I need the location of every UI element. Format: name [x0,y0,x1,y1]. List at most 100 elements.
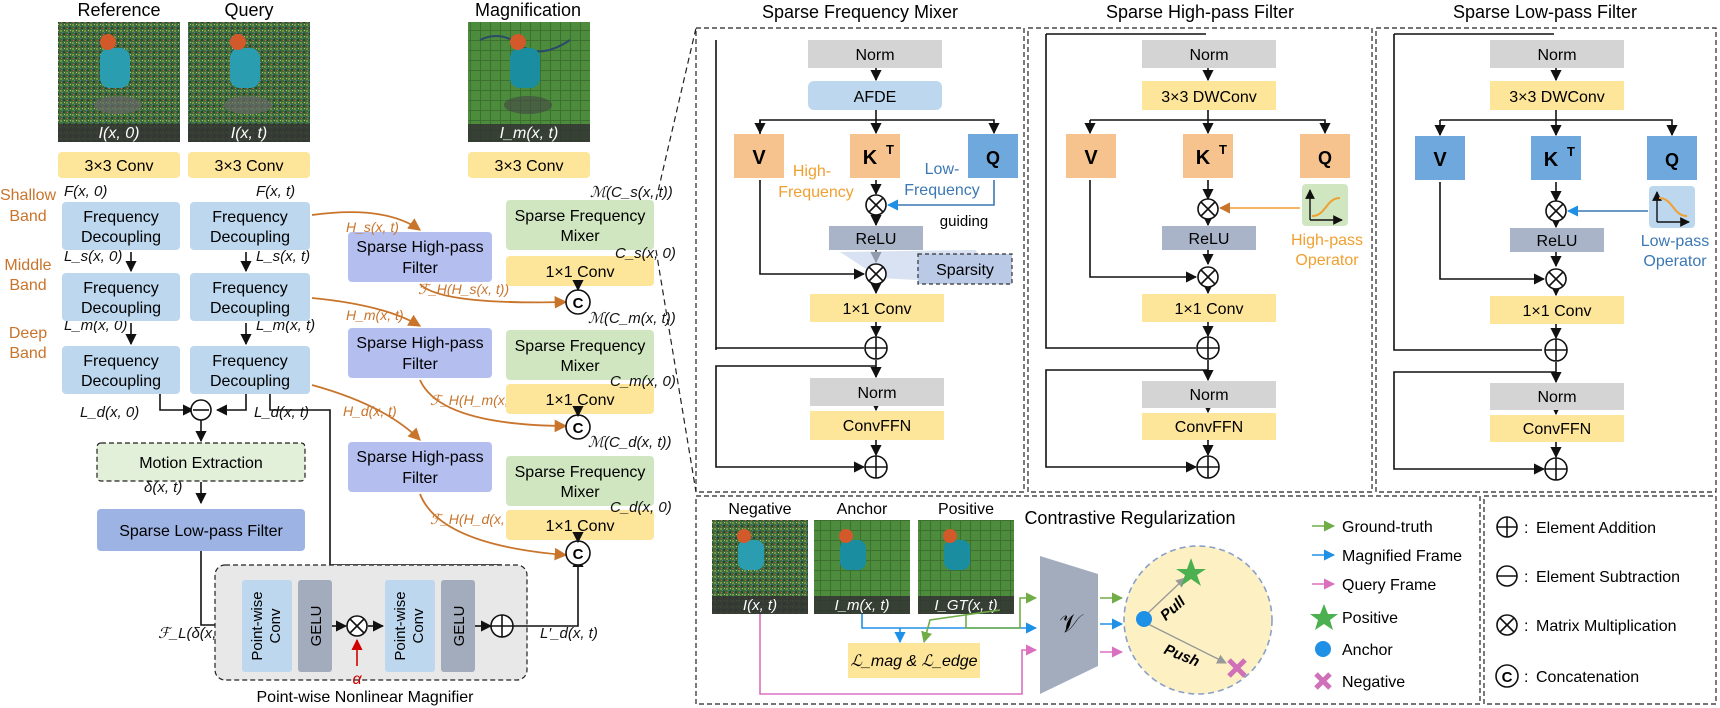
delta-label: δ(x, t) [144,479,182,496]
svg-text:Filter: Filter [402,356,438,373]
svg-text:Sparse Low-pass Filter: Sparse Low-pass Filter [119,523,283,540]
svg-text:Decoupling: Decoupling [81,229,161,246]
legend-negative: Negative [1342,674,1405,691]
slp-title: Sparse Low-pass Filter [1453,2,1637,22]
sfm-relu: ReLU [856,231,897,248]
sfm-convffn: ConvFFN [843,418,911,435]
concat-node-2: C [565,414,591,440]
anchor-blob-icon [1136,611,1152,627]
low-frequency-l1: Low- [925,161,960,178]
FHd-label: ℱ_H(H_d(x, t)) [430,511,522,527]
magnifier-mult-node [346,615,368,637]
Lmt-label: L_m(x, t) [256,317,315,334]
lowpass-operator-l2: Operator [1643,253,1707,270]
slp-conv1: 1×1 Conv [1523,303,1592,320]
Hd-label: H_d(x, t) [343,403,397,419]
svg-text:C: C [573,295,584,312]
sfm-afde: AFDE [854,89,897,106]
sfm-1-conv1: 1×1 Conv [506,256,654,286]
Ld0-label: L_d(x, 0) [80,404,139,421]
slp-K: K [1544,149,1559,171]
svg-text:Sparse High-pass: Sparse High-pass [356,239,483,256]
sfm-title: Sparse Frequency Mixer [762,2,958,22]
element-subtraction-icon [1496,565,1518,587]
shp-convffn: ConvFFN [1175,419,1243,436]
shp-relu: ReLU [1189,231,1230,248]
query-caption: I(x, t) [231,125,267,142]
sfm-add-1 [864,336,888,360]
svg-text:Frequency: Frequency [83,209,159,226]
Lm0-label: L_m(x, 0) [64,317,127,334]
motion-extraction-box: Motion Extraction [96,442,306,482]
reference-image: I(x, 0) [58,22,180,142]
deep-band-l2: Band [9,345,46,362]
svg-text:3×3 Conv: 3×3 Conv [215,158,284,175]
sfm-norm-1: Norm [855,47,894,64]
svg-text:C: C [1502,669,1513,686]
svg-text:1×1 Conv: 1×1 Conv [546,392,615,409]
sfm-mult-2 [865,263,887,285]
svg-text:3×3 Conv: 3×3 Conv [85,158,154,175]
svg-text:Frequency: Frequency [212,353,288,370]
svg-text:Decoupling: Decoupling [81,373,161,390]
sfm-mult-1 [865,194,887,216]
symbol-concatenation: Concatenation [1536,669,1639,686]
slp-dwconv: 3×3 DWConv [1509,89,1605,106]
svg-text:Frequency: Frequency [83,353,159,370]
svg-text:Sparse High-pass: Sparse High-pass [356,449,483,466]
svg-text:Decoupling: Decoupling [210,373,290,390]
gelu-1: GELU [308,606,325,647]
shp-K: K [1196,147,1211,169]
middle-band-l2: Band [9,277,46,294]
legend-anchor: Anchor [1342,642,1393,659]
F0-label: F(x, 0) [64,183,107,200]
svg-text:Decoupling: Decoupling [210,300,290,317]
svg-text:Mixer: Mixer [560,228,600,245]
loss-label: ℒ_mag & ℒ_edge [850,653,977,670]
sfm-2-conv1: 1×1 Conv [506,384,654,414]
high-frequency-l2: Frequency [778,184,854,201]
ref-conv3: 3×3 Conv [58,152,180,178]
panel-slp: Sparse Low-pass Filter Norm 3×3 DWConv V… [1375,2,1717,493]
shp-mult-1 [1197,198,1219,220]
negative-cross-icon [1227,658,1247,678]
sfm-3-conv1: 1×1 Conv [506,510,654,540]
sparsity-label: Sparsity [936,262,994,279]
band-labels: Shallow Band Middle Band Deep Band [0,187,56,362]
anchor-caption: I_m(x, t) [835,597,890,614]
Hm-label: H_m(x, t) [346,307,404,323]
guiding-label: guiding [940,213,988,230]
svg-text:Motion Extraction: Motion Extraction [139,455,263,472]
highpass-operator-l1: High-pass [1291,232,1363,249]
alpha-label: α [352,671,362,688]
gelu-2: GELU [451,606,468,647]
negative-caption: I(x, t) [743,597,777,614]
svg-text:Decoupling: Decoupling [81,300,161,317]
sfm-conv1: 1×1 Conv [843,301,912,318]
query-image: I(x, t) [188,22,310,142]
shp-norm-2: Norm [1189,387,1228,404]
svg-text:Frequency: Frequency [212,280,288,297]
legend-cross-icon [1314,672,1332,690]
sfm-V: V [752,147,766,169]
Hs-label: H_s(x, t) [346,219,399,235]
symbol-matrix-multiplication: Matrix Multiplication [1536,618,1676,635]
legend-star-icon [1310,604,1338,630]
Ms-label: ℳ(C_s(x, t)) [590,184,673,201]
symbol-element-addition: Element Addition [1536,520,1656,537]
positive-image: I_GT(x, t) [918,520,1014,614]
Mm-label: ℳ(C_m(x, t)) [588,310,676,327]
shp-norm-1: Norm [1189,47,1228,64]
symbol-prefix-4: : [1524,669,1528,686]
panel-shp: Sparse High-pass Filter Norm 3×3 DWConv … [1027,2,1373,493]
Ldt-label: L_d(x, t) [254,404,309,421]
Lst-label: L_s(x, t) [256,248,310,265]
middle-band-l1: Middle [4,257,51,274]
